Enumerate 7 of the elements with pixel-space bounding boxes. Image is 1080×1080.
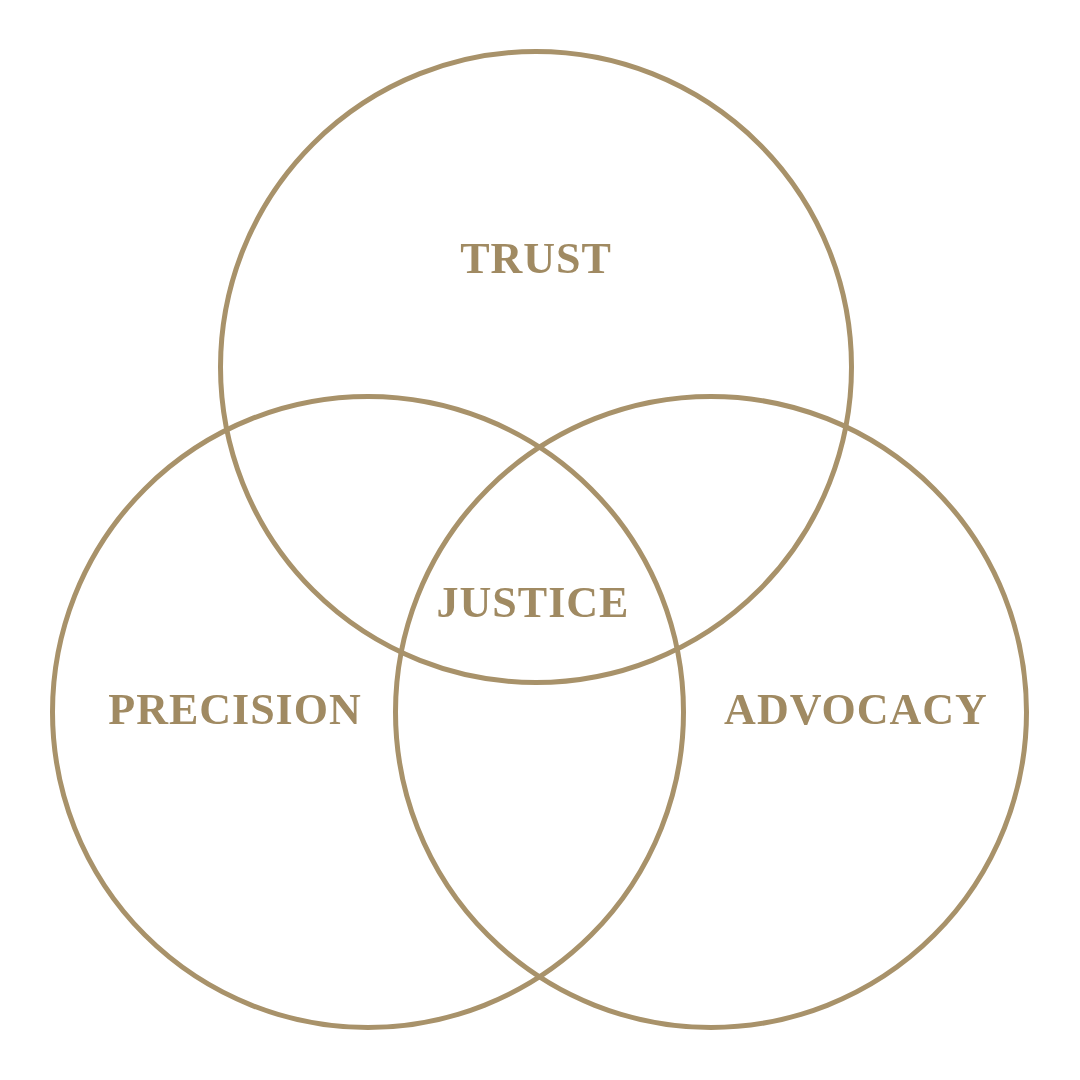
venn-circle — [218, 49, 854, 685]
venn-circle — [50, 394, 686, 1030]
overlap-label: JUSTICE — [436, 581, 630, 625]
circle-label: PRECISION — [108, 688, 362, 732]
circle-label: ADVOCACY — [724, 688, 988, 732]
venn-circle — [393, 394, 1029, 1030]
circle-label: TRUST — [460, 237, 612, 281]
